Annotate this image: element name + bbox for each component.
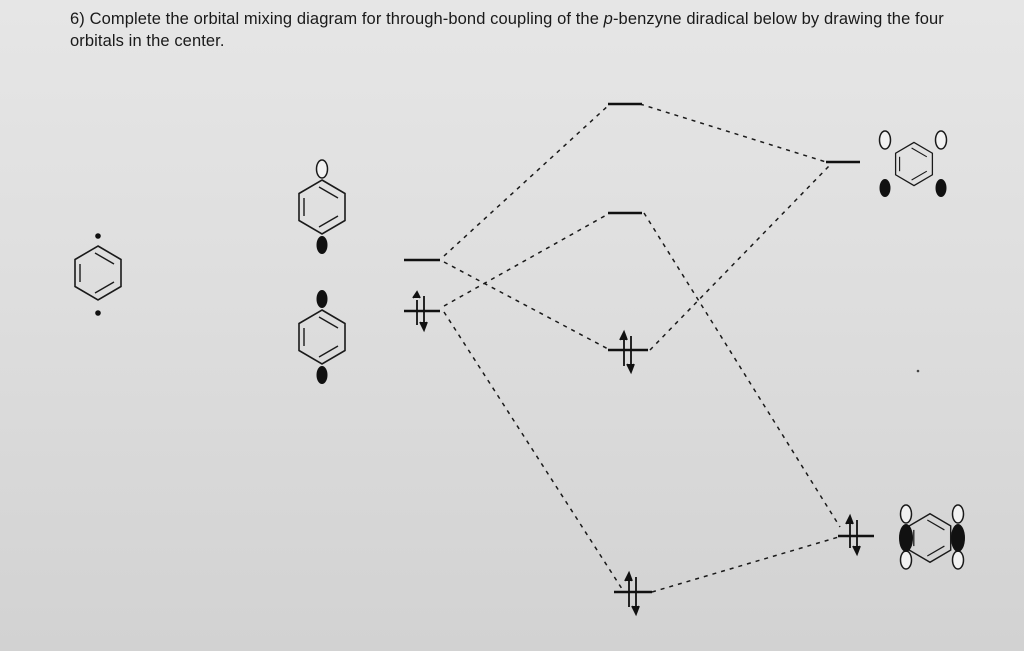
right-sigma-structure [899, 504, 965, 570]
question-text: 6) Complete the orbital mixing diagram f… [70, 8, 1000, 52]
stray-mark [916, 369, 920, 373]
sigma-lobe-bottom-left [899, 550, 913, 570]
dash-center-lower-to-right-upper [649, 164, 831, 351]
question-text-part2: -benzyne diradical below by drawing the … [70, 10, 944, 50]
left-electron-arrows [412, 290, 428, 333]
center-energy-levels [608, 102, 652, 594]
sigma-lobe-top-left [899, 504, 913, 524]
dashed-correlation-lines [443, 103, 843, 593]
left-benzyne-structure [74, 233, 122, 316]
orbital-out-of-phase-structure [298, 290, 346, 384]
right-electron-arrows [845, 513, 861, 557]
sigma-lobe-top-right [951, 504, 965, 524]
question-number: 6) [70, 10, 85, 28]
lobe-bottom-filled-2 [316, 366, 328, 384]
lobe-top-open [315, 159, 329, 179]
lobe-bottom-filled [316, 236, 328, 254]
dash-center-top-to-right-upper [639, 103, 827, 163]
sigma-lobe-right-filled [951, 524, 965, 552]
question-text-part1: Complete the orbital mixing diagram for … [89, 10, 604, 28]
sigma-lobe-bottom-right [951, 550, 965, 570]
orbital-in-phase-structure [298, 159, 346, 254]
sigma-star-lobe-bottom-left [879, 179, 891, 197]
question-italic-p: p [603, 10, 613, 28]
sigma-star-lobe-bottom-right [935, 179, 947, 197]
dash-left-lower-to-center-bottom [443, 311, 625, 593]
dash-center-second-to-right-lower [643, 212, 841, 528]
dash-center-bottom-to-right-lower [651, 535, 843, 593]
dash-left-upper-to-center-top [443, 103, 611, 257]
sigma-lobe-left-filled [899, 524, 913, 552]
sigma-star-lobe-top-right [934, 130, 948, 150]
right-energy-levels [826, 160, 874, 538]
dash-left-upper-to-center-lower [443, 261, 611, 351]
radical-dot-top [95, 233, 101, 239]
lobe-top-filled [316, 290, 328, 308]
right-sigma-star-structure [878, 130, 948, 197]
dash-left-lower-to-center-second [443, 212, 611, 307]
left-energy-levels [404, 258, 440, 313]
sigma-star-lobe-top-left [878, 130, 892, 150]
radical-dot-bottom [95, 310, 101, 316]
center-electron-arrows [619, 329, 640, 617]
